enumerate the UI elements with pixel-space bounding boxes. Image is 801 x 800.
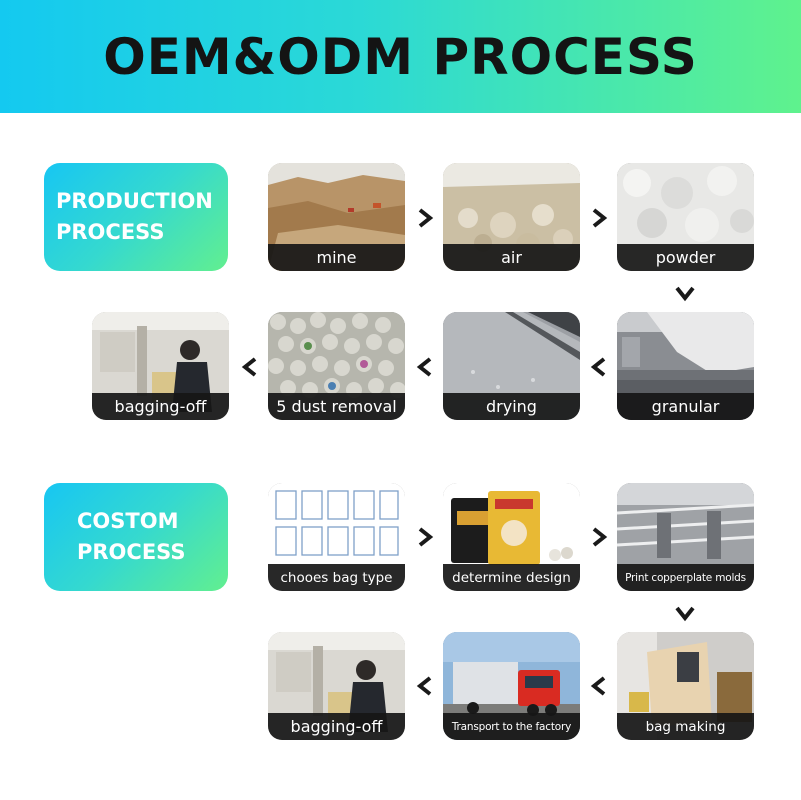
badge-line-1: PRODUCTION [56,189,213,213]
step-card-mine: mine [268,163,405,271]
step-card-print-molds: Print copperplate molds [617,483,754,591]
step-card-bag-making: bag making [617,632,754,740]
step-card-powder: powder [617,163,754,271]
step-card-bagging-off: bagging-off [268,632,405,740]
step-card-drying: drying [443,312,580,420]
step-card-dust-removal: 5 dust removal [268,312,405,420]
chevron-right-icon [415,527,435,547]
page-header: OEM&ODM PROCESS [0,0,801,113]
step-card-granular: granular [617,312,754,420]
chevron-right-icon [589,527,609,547]
step-label: air [443,244,580,271]
step-card-bag-type: chooes bag type [268,483,405,591]
step-label: granular [617,393,754,420]
chevron-left-icon [415,357,435,377]
step-label: Print copperplate molds [617,564,754,591]
chevron-down-icon [675,603,695,623]
step-label: 5 dust removal [268,393,405,420]
step-label: chooes bag type [268,564,405,591]
chevron-left-icon [240,357,260,377]
page-title: OEM&ODM PROCESS [103,27,698,86]
step-label: bagging-off [268,713,405,740]
step-label: determine design [443,564,580,591]
step-card-air: air [443,163,580,271]
chevron-right-icon [415,208,435,228]
chevron-left-icon [589,676,609,696]
step-label: mine [268,244,405,271]
badge-line-1: COSTOM [77,509,179,533]
chevron-left-icon [415,676,435,696]
step-label: Transport to the factory [443,713,580,740]
chevron-down-icon [675,283,695,303]
production-process-badge: PRODUCTION PROCESS [44,163,228,271]
step-label: bagging-off [92,393,229,420]
step-label: bag making [617,713,754,740]
chevron-right-icon [589,208,609,228]
badge-line-2: PROCESS [77,540,186,564]
chevron-left-icon [589,357,609,377]
step-card-design: determine design [443,483,580,591]
step-label: drying [443,393,580,420]
step-card-transport: Transport to the factory [443,632,580,740]
step-label: powder [617,244,754,271]
step-card-bagging-off: bagging-off [92,312,229,420]
badge-line-2: PROCESS [56,220,165,244]
custom-process-badge: COSTOM PROCESS [44,483,228,591]
